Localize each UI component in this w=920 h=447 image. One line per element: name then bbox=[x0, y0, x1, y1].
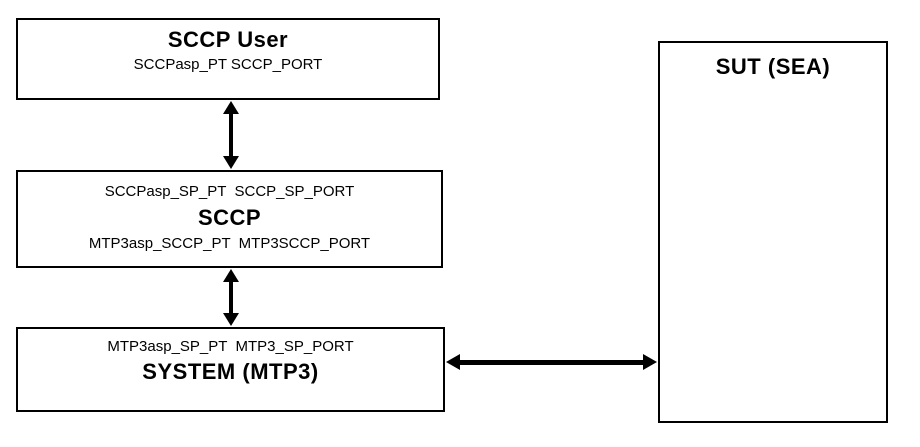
sut-box: SUT (SEA) bbox=[658, 41, 888, 423]
sccp-user-ports-label: SCCPasp_PT SCCP_PORT bbox=[133, 56, 323, 73]
sccp-bottom-ports-label: MTP3asp_SCCP_PT MTP3SCCP_PORT bbox=[88, 235, 371, 252]
arrow-shaft bbox=[229, 112, 233, 158]
system-mtp3-box: MTP3asp_SP_PT MTP3_SP_PORT SYSTEM (MTP3) bbox=[16, 327, 445, 412]
system-mtp3-ports-label: MTP3asp_SP_PT MTP3_SP_PORT bbox=[107, 338, 354, 355]
sccp-top-ports-label: SCCPasp_SP_PT SCCP_SP_PORT bbox=[104, 183, 355, 200]
arrowhead-down-icon bbox=[223, 313, 239, 326]
arrow-shaft bbox=[229, 280, 233, 315]
arrowhead-left-icon bbox=[446, 354, 460, 370]
arrow-sccp-systemmtp3 bbox=[223, 269, 239, 326]
arrow-systemmtp3-sut bbox=[446, 354, 657, 370]
arrowhead-up-icon bbox=[223, 101, 239, 114]
arrow-sccpuser-sccp bbox=[223, 101, 239, 169]
arrowhead-right-icon bbox=[643, 354, 657, 370]
sut-title: SUT (SEA) bbox=[715, 54, 831, 79]
sccp-user-box: SCCP User SCCPasp_PT SCCP_PORT bbox=[16, 18, 440, 100]
sccp-box: SCCPasp_SP_PT SCCP_SP_PORT SCCP MTP3asp_… bbox=[16, 170, 443, 268]
arrowhead-down-icon bbox=[223, 156, 239, 169]
sccp-title: SCCP bbox=[197, 205, 262, 230]
sccp-user-title: SCCP User bbox=[167, 27, 289, 52]
arrowhead-up-icon bbox=[223, 269, 239, 282]
arrow-shaft bbox=[457, 360, 646, 365]
system-mtp3-title: SYSTEM (MTP3) bbox=[142, 359, 319, 384]
